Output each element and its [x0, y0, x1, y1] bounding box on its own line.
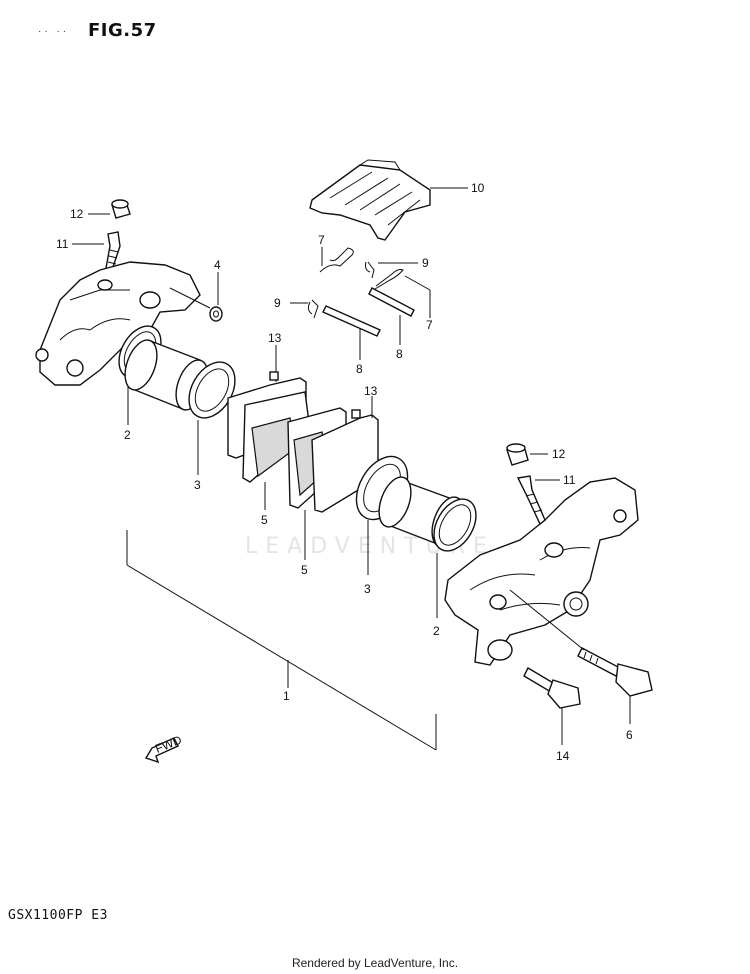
- spring-part-7b: [369, 269, 431, 318]
- mounting-bolt-part-14: [523, 667, 581, 745]
- callout-7a: 7: [318, 233, 325, 247]
- callout-1: 1: [283, 689, 290, 703]
- callout-5a: 5: [261, 513, 268, 527]
- callout-6: 6: [626, 728, 633, 742]
- callout-9b: 9: [274, 296, 281, 310]
- model-code: GSX1100FP E3: [8, 908, 108, 923]
- callout-3a: 3: [194, 478, 201, 492]
- callout-14: 14: [556, 749, 570, 763]
- footer-credit: Rendered by LeadVenture, Inc.: [291, 956, 459, 970]
- bleeder-cap-part-12b: [506, 443, 548, 466]
- callout-12a: 12: [70, 207, 84, 221]
- callout-11a: 11: [56, 237, 69, 251]
- callout-3b: 3: [364, 582, 371, 596]
- pad-pin-part-8b: [368, 287, 415, 345]
- figure-title: FIG.57: [88, 20, 157, 41]
- callout-10: 10: [471, 181, 485, 195]
- corner-dots: ·· ··: [38, 26, 70, 37]
- forward-arrow-icon: FWD: [144, 733, 184, 764]
- callout-12b: 12: [552, 447, 566, 461]
- piston-seal-part-2b: [433, 498, 477, 618]
- callout-13a: 13: [268, 331, 282, 345]
- callout-2a: 2: [124, 428, 131, 442]
- fwd-label: FWD: [153, 733, 184, 756]
- caliper-bolt-part-6: [509, 589, 653, 724]
- bleeder-cap-part-12a: [88, 199, 131, 219]
- clip-part-9b: [290, 299, 319, 319]
- pad-pin-part-8a: [322, 305, 381, 360]
- callout-8b: 8: [396, 347, 403, 361]
- dust-seal-part-3a: [188, 361, 236, 475]
- bleeder-valve-part-11b: [516, 475, 560, 526]
- callout-11b: 11: [563, 473, 576, 487]
- clip-part-9a: [365, 261, 418, 279]
- callout-2b: 2: [433, 624, 440, 638]
- bleeder-valve-part-11a: [72, 231, 121, 271]
- callout-13b: 13: [364, 384, 378, 398]
- caliper-body-left: [35, 261, 201, 386]
- callout-8a: 8: [356, 362, 363, 376]
- brake-pad-part-5a: [242, 391, 311, 510]
- washer-part-4: [169, 272, 223, 322]
- caliper-body-right: [444, 477, 639, 666]
- callout-7b: 7: [426, 318, 433, 332]
- callout-5b: 5: [301, 563, 308, 577]
- spring-part-7a: [319, 247, 354, 273]
- callout-9a: 9: [422, 256, 429, 270]
- callout-4: 4: [214, 258, 221, 272]
- caliper-assembly-bracket-part-1: [126, 530, 437, 751]
- pad-cover-part-10: [309, 159, 468, 241]
